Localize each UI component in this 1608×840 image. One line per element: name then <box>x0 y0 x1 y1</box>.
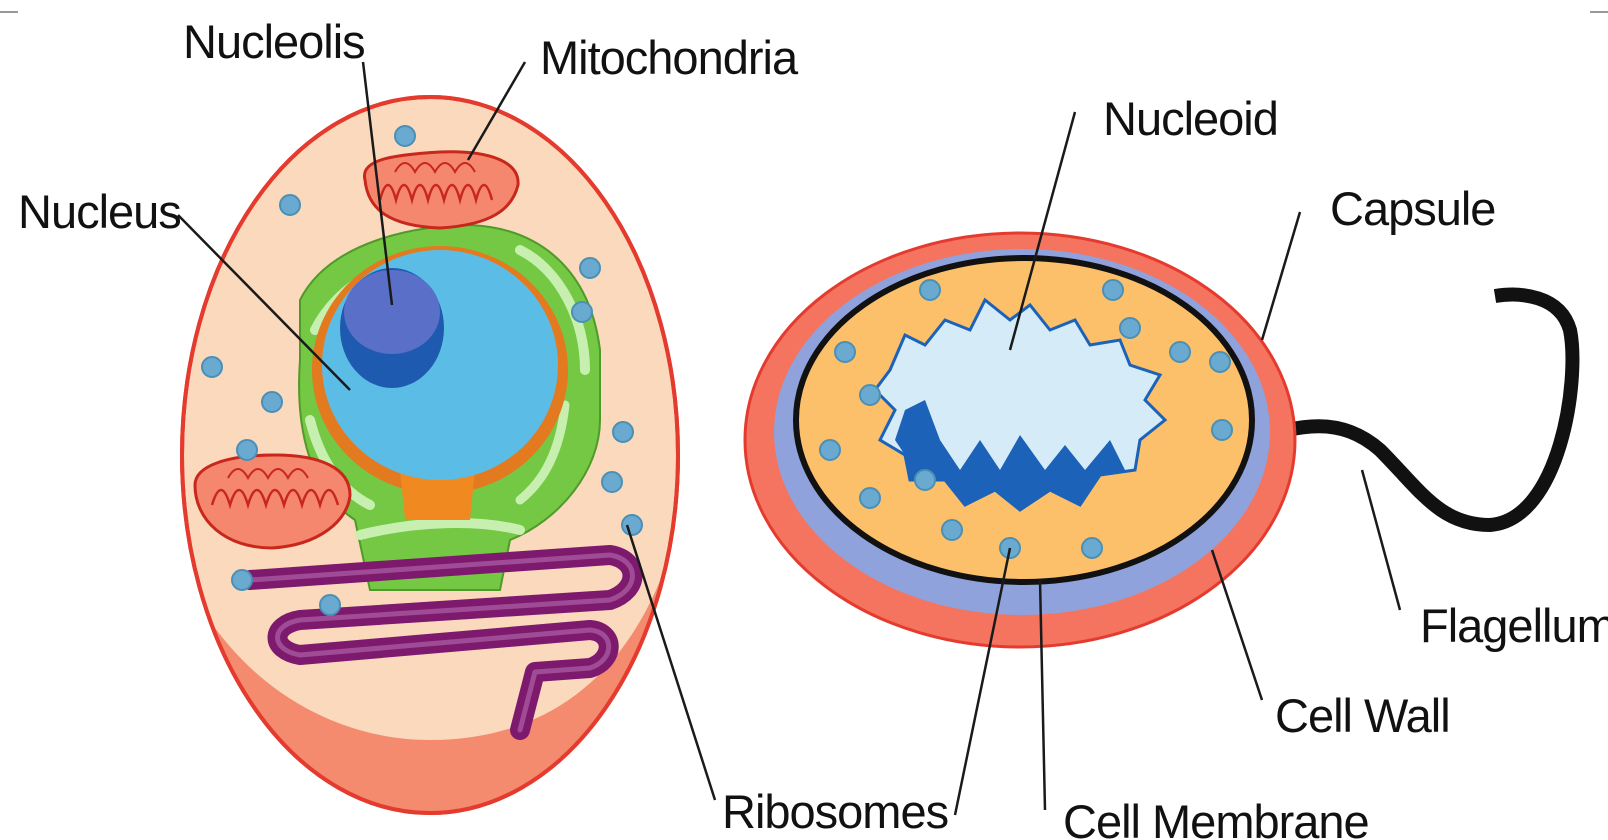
label-mitochondria: Mitochondria <box>540 31 799 84</box>
label-capsule: Capsule <box>1330 182 1495 235</box>
label-nucleoid: Nucleoid <box>1103 92 1278 145</box>
mitochondrion-top <box>364 152 518 228</box>
label-cell-wall: Cell Wall <box>1275 689 1450 742</box>
label-nucleus: Nucleus <box>18 185 181 238</box>
flagellum <box>1250 295 1572 525</box>
eukaryotic-cell <box>150 97 700 830</box>
label-nucleolis: Nucleolis <box>183 15 365 68</box>
nucleolus <box>340 268 444 388</box>
label-cell-membrane: Cell Membrane <box>1063 795 1369 840</box>
label-flagellum: Flagellum <box>1420 599 1608 652</box>
label-ribosomes: Ribosomes <box>722 785 948 838</box>
prokaryotic-cell <box>745 233 1572 647</box>
